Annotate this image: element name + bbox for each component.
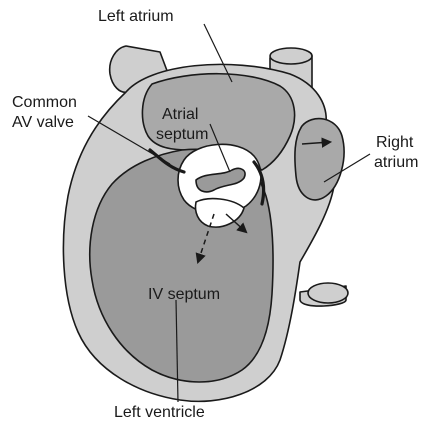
- label-left-atrium: Left atrium: [98, 8, 174, 26]
- label-common-av-valve-line1: Common: [12, 94, 77, 112]
- label-atrial-septum-line2: septum: [156, 126, 208, 144]
- right-atrium: [295, 119, 344, 200]
- label-atrial-septum-line1: Atrial: [162, 106, 198, 124]
- label-iv-septum: IV septum: [148, 286, 220, 304]
- label-right-atrium-line1: Right: [376, 134, 413, 152]
- label-left-ventricle: Left ventricle: [114, 404, 205, 422]
- label-right-atrium-line2: atrium: [374, 154, 418, 172]
- label-common-av-valve-line2: AV valve: [12, 114, 74, 132]
